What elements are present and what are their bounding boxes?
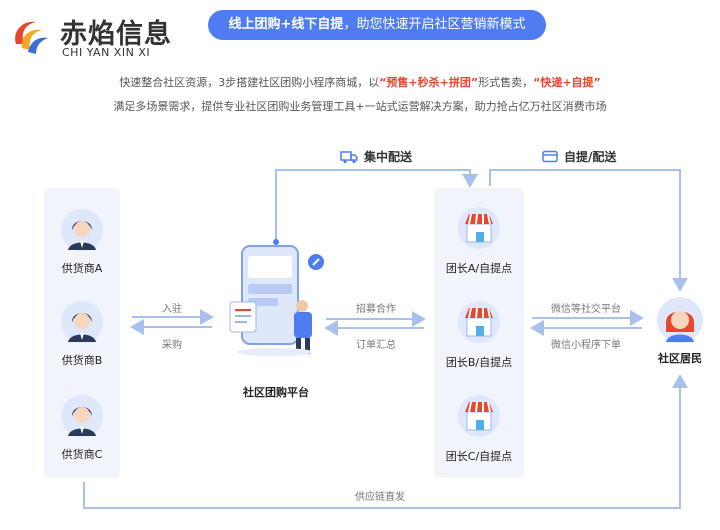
- self-pickup-line: [489, 169, 688, 292]
- truck-icon: [340, 150, 358, 163]
- logo-name-en: CHI YAN XIN XI: [62, 46, 151, 59]
- supply-chain-label: 供应链直发: [355, 492, 405, 503]
- central-delivery-label: 集中配送: [364, 150, 413, 164]
- desc-highlight-1: “预售+秒杀+拼团”: [379, 76, 479, 89]
- shop-icon: [458, 395, 500, 437]
- join-label: 入驻: [162, 304, 182, 315]
- desc-text-b: 形式售卖，: [478, 76, 534, 89]
- logo-swirl-icon: [15, 21, 48, 54]
- platform-label: 社区团购平台: [243, 386, 309, 399]
- leader-label: 团长B/自提点: [445, 356, 513, 369]
- supply-chain-line: [83, 374, 688, 509]
- order-summary-label: 订单汇总: [356, 340, 396, 351]
- desc-highlight-2: “快递+自提”: [533, 76, 601, 89]
- leader-label: 团长C/自提点: [445, 450, 513, 463]
- supplier-avatar-icon: [61, 395, 103, 437]
- card-icon: [542, 150, 558, 163]
- slogan-banner: 线上团购+线下自提，助您快速开启社区营销新模式: [208, 10, 546, 40]
- resident-label: 社区居民: [658, 352, 702, 365]
- central-delivery-title: 集中配送: [340, 148, 412, 165]
- supplier-label: 供货商B: [61, 354, 103, 367]
- self-pickup-title: 自提/配送: [542, 148, 616, 165]
- slogan-bold: 线上团购+线下自提: [228, 17, 344, 32]
- central-delivery-line: [275, 169, 478, 240]
- description-line-1: 快速整合社区资源，3步搭建社区团购小程序商城，以“预售+秒杀+拼团”形式售卖，“…: [0, 74, 720, 90]
- slogan-rest: ，助您快速开启社区营销新模式: [343, 17, 526, 32]
- wechat-mini-label: 微信小程序下单: [551, 340, 621, 351]
- supplier-label: 供货商C: [61, 448, 103, 461]
- recruit-label: 招募合作: [356, 304, 396, 315]
- desc-text-a: 快速整合社区资源，3步搭建社区团购小程序商城，以: [119, 76, 380, 89]
- description-line-2: 满足多场景需求，提供专业社区团购业务管理工具+一站式运营解决方案，助力抢占亿万社…: [113, 100, 607, 113]
- self-pickup-label: 自提/配送: [564, 150, 617, 164]
- purchase-label: 采购: [162, 340, 182, 351]
- supplier-label: 供货商A: [61, 262, 103, 275]
- phone-illustration-icon: [229, 245, 324, 356]
- logo-name-cn: 赤焰信息: [60, 19, 172, 50]
- wechat-social-label: 微信等社交平台: [551, 304, 621, 315]
- supplier-avatar-icon: [61, 209, 103, 251]
- leader-label: 团长A/自提点: [445, 262, 513, 275]
- shop-icon: [458, 207, 500, 249]
- supplier-avatar-icon: [61, 301, 103, 343]
- shop-icon: [458, 301, 500, 343]
- resident-avatar-icon: [657, 297, 703, 343]
